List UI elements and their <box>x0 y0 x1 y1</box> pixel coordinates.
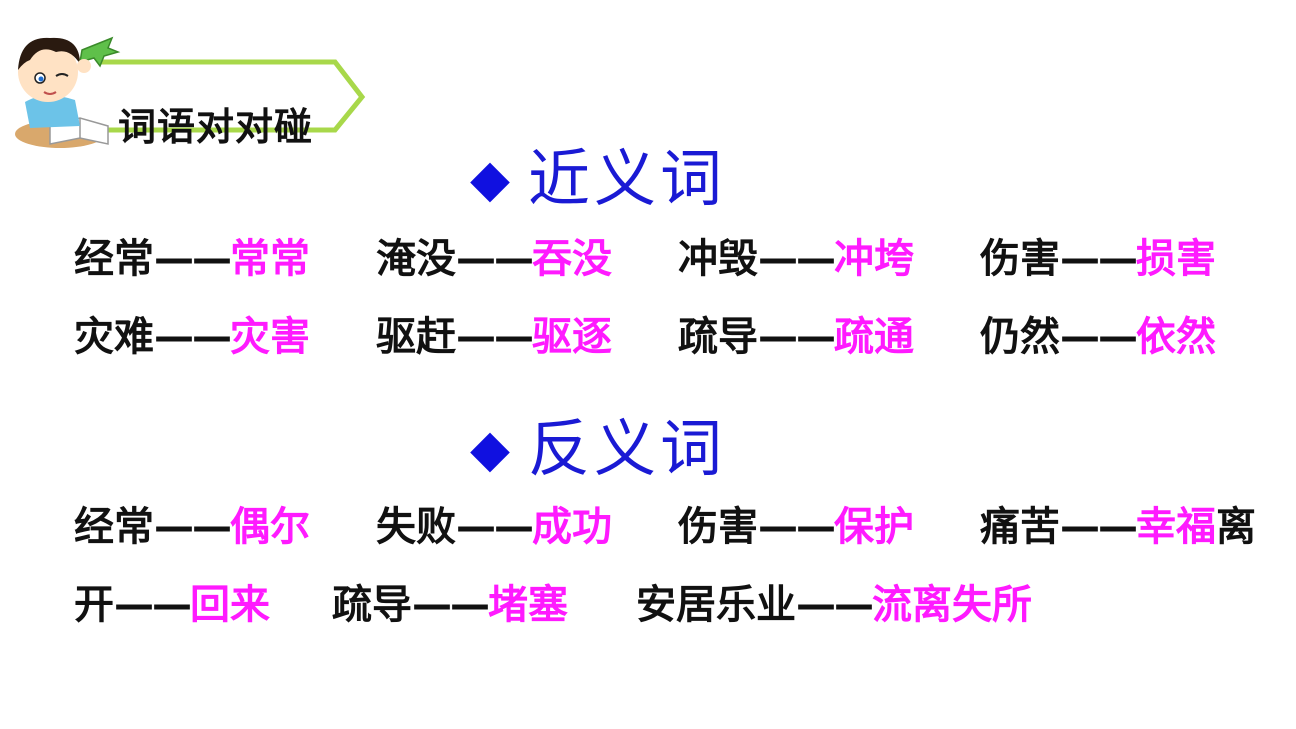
word: 伤害 <box>678 504 758 550</box>
answer: 疏通 <box>834 314 914 360</box>
synonym-pair: 淹没——吞没 <box>376 226 612 284</box>
synonym-pair: 伤害——损害 <box>980 226 1216 284</box>
word: 淹没 <box>376 236 456 282</box>
answer: 成功 <box>532 504 612 550</box>
word: 安居乐业 <box>636 582 796 628</box>
answer: 回来 <box>190 582 270 628</box>
synonym-pair: 经常——常常 <box>74 226 310 284</box>
antonym-pair: 安居乐业——流离失所 <box>636 572 1032 630</box>
section-badge: 词语对对碰 <box>0 22 380 152</box>
word: 伤害 <box>980 236 1060 282</box>
word: 灾难 <box>74 314 154 360</box>
word-split-tail: 开 <box>74 582 114 628</box>
dash: —— <box>1060 504 1138 550</box>
antonym-pair: 失败——成功 <box>376 494 612 552</box>
dash: —— <box>1060 314 1138 360</box>
antonym-pair: 经常——偶尔 <box>74 494 310 552</box>
word: 经常 <box>74 504 154 550</box>
answer: 常常 <box>230 236 310 282</box>
antonyms-title: 反义词 <box>528 412 727 485</box>
word: 痛苦 <box>980 504 1060 550</box>
dash: —— <box>154 314 232 360</box>
synonyms-heading: ◆近义词 <box>470 128 726 218</box>
dash: —— <box>1060 236 1138 282</box>
synonyms-title: 近义词 <box>528 142 727 215</box>
word: 疏导 <box>332 582 412 628</box>
dash: —— <box>456 314 534 360</box>
antonym-pair: 痛苦——幸福离 <box>980 494 1256 552</box>
dash: —— <box>154 504 232 550</box>
synonym-pair: 灾难——灾害 <box>74 304 310 362</box>
answer: 偶尔 <box>230 504 310 550</box>
answer: 灾害 <box>230 314 310 360</box>
word: 驱赶 <box>376 314 456 360</box>
word: 仍然 <box>980 314 1060 360</box>
dash: —— <box>456 504 534 550</box>
dash: —— <box>154 236 232 282</box>
word: 疏导 <box>678 314 758 360</box>
answer: 流离失所 <box>872 582 1032 628</box>
synonym-pair: 仍然——依然 <box>980 304 1216 362</box>
dash: —— <box>456 236 534 282</box>
synonym-pair: 驱赶——驱逐 <box>376 304 612 362</box>
word-split-head: 离 <box>1216 504 1256 550</box>
diamond-bullet-icon: ◆ <box>470 149 514 209</box>
synonym-pair: 冲毁——冲垮 <box>678 226 914 284</box>
dash: —— <box>412 582 490 628</box>
dash: —— <box>758 504 836 550</box>
answer: 驱逐 <box>532 314 612 360</box>
answer: 幸福 <box>1136 504 1216 550</box>
word: 经常 <box>74 236 154 282</box>
diamond-bullet-icon: ◆ <box>470 419 514 479</box>
dash: —— <box>758 236 836 282</box>
boy-reading-illustration <box>15 36 366 148</box>
dash: —— <box>796 582 874 628</box>
badge-title: 词语对对碰 <box>118 105 314 149</box>
answer: 损害 <box>1136 236 1216 282</box>
dash: —— <box>114 582 192 628</box>
answer: 冲垮 <box>834 236 914 282</box>
word: 失败 <box>376 504 456 550</box>
antonym-pair: 伤害——保护 <box>678 494 914 552</box>
answer: 保护 <box>834 504 914 550</box>
antonyms-heading: ◆反义词 <box>470 398 726 488</box>
answer: 依然 <box>1136 314 1216 360</box>
answer: 堵塞 <box>488 582 568 628</box>
antonym-pair: 疏导——堵塞 <box>332 572 568 630</box>
antonym-pair: 开——回来 <box>74 572 270 630</box>
dash: —— <box>758 314 836 360</box>
word: 冲毁 <box>678 236 758 282</box>
answer: 吞没 <box>532 236 612 282</box>
synonym-pair: 疏导——疏通 <box>678 304 914 362</box>
